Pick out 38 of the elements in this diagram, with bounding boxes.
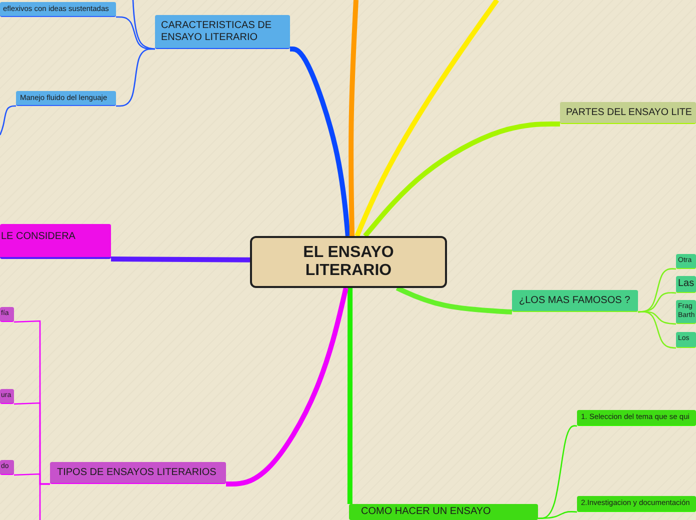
topic-box	[577, 496, 696, 512]
topic-box	[676, 300, 696, 324]
branch-line	[638, 311, 676, 349]
topic-label: PARTES DEL ENSAYO LITE	[566, 106, 693, 118]
topic-label: EL ENSAYO LITERARIO	[302, 244, 395, 280]
topic-label: Las	[678, 278, 694, 290]
topic-box	[512, 290, 638, 312]
topic-label: CARACTERISTICAS DE ENSAYO LITERARIO	[161, 20, 273, 43]
branch-line	[348, 0, 358, 236]
topic-box	[676, 276, 696, 293]
branch-line	[354, 0, 500, 237]
branch-line	[132, 0, 156, 50]
topic-box	[16, 91, 116, 106]
topic-box	[155, 15, 290, 49]
branch-line	[110, 256, 250, 262]
topic-box	[349, 504, 538, 520]
branch-line	[363, 122, 560, 238]
topic-label: TIPOS DE ENSAYOS LITERARIOS	[57, 466, 218, 478]
branch-line	[347, 288, 353, 504]
topic-box	[0, 460, 14, 475]
central-topic-box	[250, 236, 447, 288]
topic-box	[0, 389, 14, 404]
branch-line	[538, 511, 578, 520]
topic-box	[560, 102, 696, 124]
branch-line	[116, 48, 155, 107]
topic-box	[676, 254, 696, 269]
topic-label: ¿LOS MAS FAMOSOS ?	[519, 294, 631, 306]
topic-label: COMO HACER UN ENSAYO	[361, 506, 492, 518]
topic-box	[50, 462, 226, 484]
topic-box	[577, 410, 696, 426]
topic-label: LE CONSIDERA	[1, 231, 76, 242]
topic-box	[676, 332, 696, 348]
branch-line	[39, 483, 50, 520]
topic-box	[0, 224, 111, 259]
topic-box	[0, 307, 14, 322]
branch-line	[396, 286, 512, 314]
topic-box	[0, 2, 116, 17]
branch-line	[226, 287, 348, 486]
